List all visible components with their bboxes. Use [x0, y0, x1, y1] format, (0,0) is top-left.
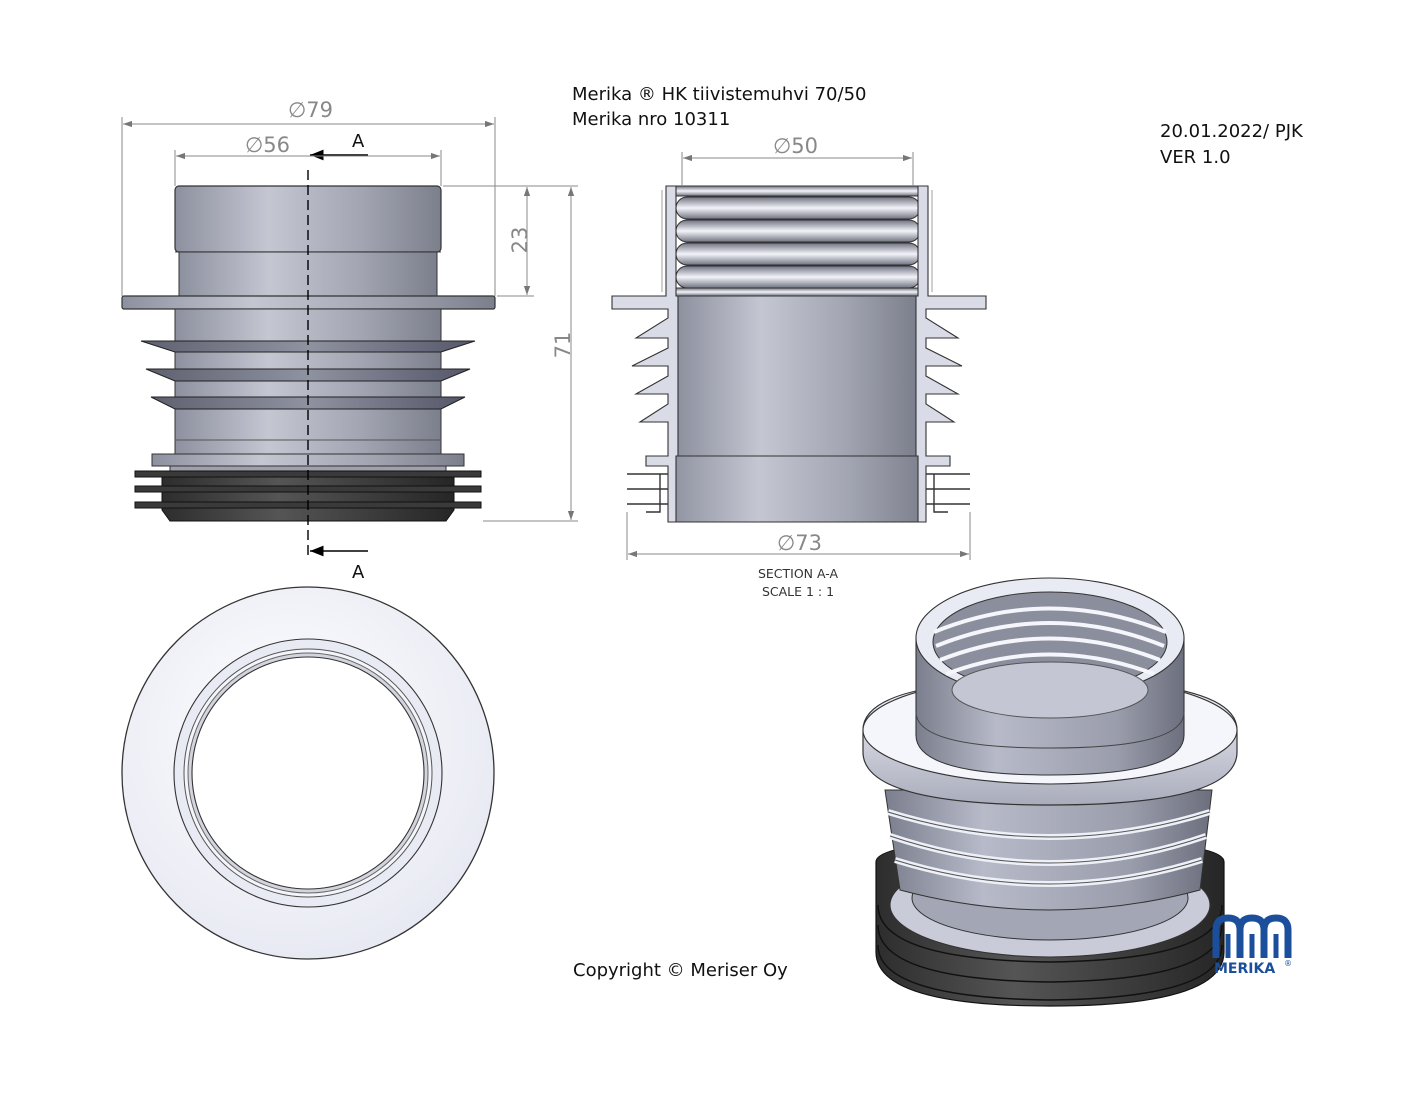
dim-inner-diameter: ∅56 [245, 133, 290, 157]
section-view: ∅50 ∅73 SECTION A-A SCALE 1 : 1 [611, 134, 987, 599]
top-view [121, 586, 495, 960]
dim-total-height: 71 [551, 332, 575, 359]
section-caption: SECTION A-A [758, 566, 839, 581]
dim-outer-diameter: ∅79 [288, 98, 333, 122]
logo-wordmark: MERIKA [1214, 961, 1275, 977]
front-view: A A ∅79 ∅56 23 71 [121, 98, 578, 583]
merika-logo: MERIKA ® [1212, 914, 1292, 977]
section-scale: SCALE 1 : 1 [762, 584, 834, 599]
date-author: 20.01.2022/ PJK [1160, 121, 1303, 142]
dim-section-top-diameter: ∅50 [773, 134, 818, 158]
dim-socket-height: 23 [508, 227, 532, 254]
isometric-view [862, 577, 1238, 1007]
cut-label-bottom: A [352, 562, 365, 583]
logo-registered-mark: ® [1284, 959, 1292, 968]
copyright-notice: Copyright © Meriser Oy [573, 960, 788, 981]
version-label: VER 1.0 [1160, 147, 1231, 168]
cut-label-top: A [352, 131, 365, 152]
part-number: Merika nro 10311 [572, 109, 731, 130]
product-title: Merika ® HK tiivistemuhvi 70/50 [572, 84, 867, 105]
dim-section-bottom-diameter: ∅73 [777, 531, 822, 555]
